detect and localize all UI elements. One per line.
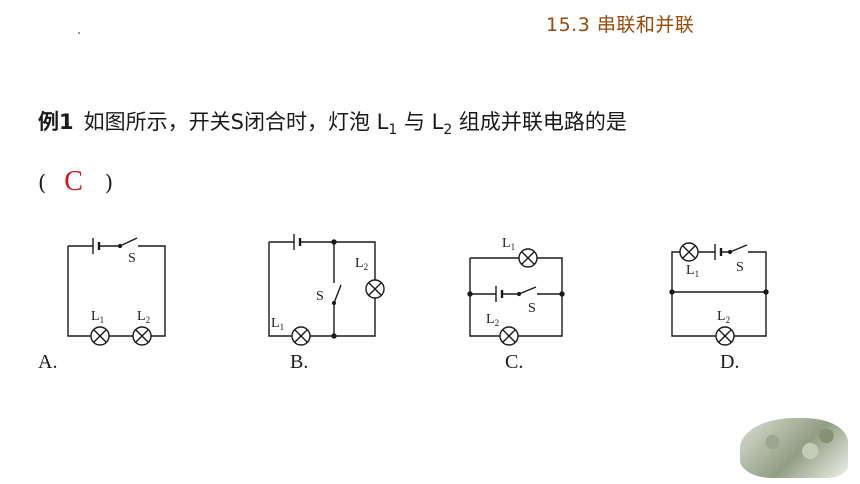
switch-lever-d (729, 244, 748, 253)
open-paren: ( (38, 171, 47, 195)
question-prefix: 例1 (38, 110, 74, 134)
lamp-icon (132, 326, 152, 346)
option-d-caption: D. (720, 351, 740, 373)
lamp2-label: L2 (355, 256, 368, 272)
lamp-icon (518, 248, 538, 268)
switch-label: S (736, 260, 744, 275)
lamp-icon (291, 326, 311, 346)
decorative-dot (78, 32, 80, 34)
subscript-2: 2 (443, 122, 453, 138)
lamp-icon (715, 326, 735, 346)
switch-lever-a (119, 237, 138, 247)
lamp-icon (90, 326, 110, 346)
answer-letter: C (64, 166, 83, 197)
question-part-b: 与 L (397, 110, 444, 134)
lamp-icon (365, 279, 385, 299)
option-c-caption: C. (505, 351, 524, 373)
question-text: 例1 如图所示，开关S闭合时，灯泡 L1 与 L2 组成并联电路的是 (38, 106, 627, 138)
lamp-icon (499, 326, 519, 346)
lamp2-label: L2 (137, 309, 150, 325)
question-part-c: 组成并联电路的是 (452, 110, 627, 134)
lamp1-label: L1 (91, 309, 104, 325)
option-b-caption: B. (290, 351, 309, 373)
option-a-caption: A. (38, 351, 58, 373)
lamp1-label: L1 (271, 316, 284, 332)
switch-lever-b (333, 284, 342, 304)
lamp2-label: L2 (486, 312, 499, 328)
answer-line: ( C) (38, 166, 113, 198)
subscript-1: 1 (388, 122, 398, 138)
section-title: 15.3 串联和并联 (546, 14, 695, 36)
circuit-b: S L1 L2 (268, 234, 385, 346)
switch-label: S (128, 251, 136, 266)
question-part-a: 如图所示，开关S闭合时，灯泡 L (83, 110, 389, 134)
lamp1-label: L1 (502, 236, 515, 252)
switch-label: S (528, 301, 536, 316)
lamp-icon (679, 242, 699, 262)
circuit-board-image (740, 418, 848, 478)
close-paren: ) (104, 171, 114, 195)
switch-label: S (316, 289, 324, 304)
circuit-c: S L1 L2 (467, 236, 565, 346)
lamp2-label: L2 (717, 309, 730, 325)
circuit-a: S L1 L2 (67, 237, 166, 346)
switch-lever-c (518, 286, 537, 295)
lamp1-label: L1 (686, 263, 699, 279)
circuit-d: S L1 L2 (669, 242, 769, 346)
